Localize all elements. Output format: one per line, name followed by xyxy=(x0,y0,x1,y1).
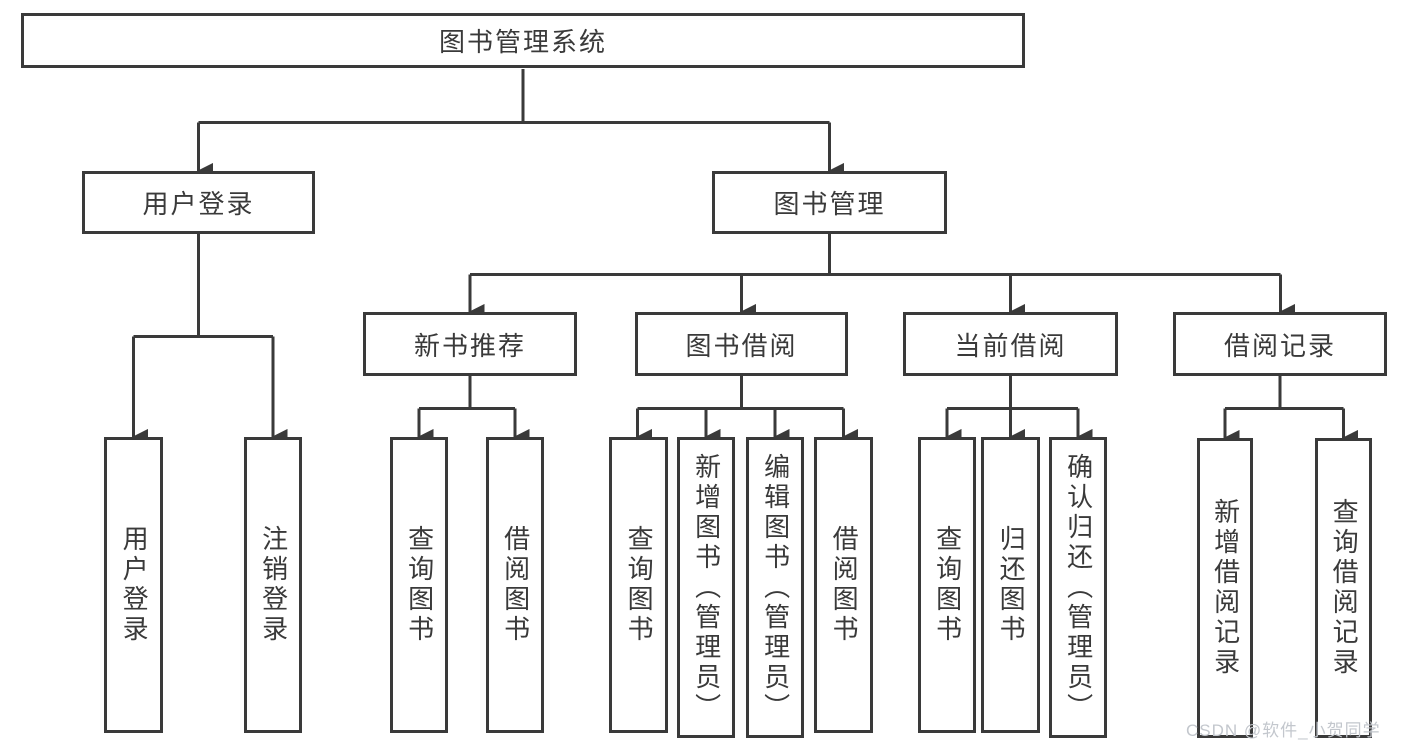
node-label: 新增图书（管理员） xyxy=(691,452,722,723)
node-label: 图书管理系统 xyxy=(438,27,607,57)
leaf-current-return-book: 归还图书 xyxy=(981,437,1040,733)
node-label: 图书借阅 xyxy=(685,330,798,361)
node-root-system: 图书管理系统 xyxy=(21,13,1025,68)
node-label: 编辑图书（管理员） xyxy=(760,452,791,723)
connector-current-borrow-trunk xyxy=(947,376,1078,410)
node-borrow-records: 借阅记录 xyxy=(1173,312,1387,376)
leaf-current-query-book: 查询图书 xyxy=(918,437,976,733)
node-user-login: 用户登录 xyxy=(82,171,315,234)
leaf-records-add-record: 新增借阅记录 xyxy=(1197,438,1253,738)
leaf-user-login: 用户登录 xyxy=(104,437,163,733)
node-current-borrow: 当前借阅 xyxy=(903,312,1118,376)
connector-book-management-trunk xyxy=(470,234,1281,276)
csdn-watermark: CSDN @软件_小贺同学 xyxy=(1186,721,1381,740)
leaf-borrow-borrow-book: 借阅图书 xyxy=(814,437,873,733)
connector-new-book-recommend-trunk xyxy=(419,376,515,410)
node-label: 确认归还（管理员） xyxy=(1063,452,1094,723)
leaf-recommend-query-book: 查询图书 xyxy=(390,437,448,733)
node-label: 查询图书 xyxy=(624,525,655,645)
node-label: 图书管理 xyxy=(773,189,886,219)
node-label: 新增借阅记录 xyxy=(1210,498,1241,678)
connector-book-borrow-trunk xyxy=(637,376,844,410)
node-label: 借阅图书 xyxy=(829,525,860,645)
leaf-recommend-borrow-book: 借阅图书 xyxy=(486,437,544,733)
connector-user-login-trunk xyxy=(133,234,273,338)
node-label: 新书推荐 xyxy=(413,330,526,361)
connector-borrow-records-trunk xyxy=(1225,376,1344,410)
leaf-logout-login: 注销登录 xyxy=(244,437,302,733)
node-label: 用户登录 xyxy=(119,525,150,645)
leaf-borrow-query-book: 查询图书 xyxy=(609,437,668,733)
node-book-borrow: 图书借阅 xyxy=(635,312,848,376)
node-label: 当前借阅 xyxy=(954,330,1067,361)
node-label: 借阅记录 xyxy=(1223,330,1336,361)
leaf-records-query-record: 查询借阅记录 xyxy=(1315,438,1372,738)
node-label: 归还图书 xyxy=(996,525,1027,645)
node-label: 查询图书 xyxy=(932,525,963,645)
leaf-borrow-edit-book-admin: 编辑图书（管理员） xyxy=(746,437,804,738)
node-new-book-recommend: 新书推荐 xyxy=(363,312,577,376)
node-label: 用户登录 xyxy=(142,189,255,219)
leaf-borrow-add-book-admin: 新增图书（管理员） xyxy=(677,437,735,738)
node-label: 查询图书 xyxy=(404,525,435,645)
node-book-management: 图书管理 xyxy=(712,171,947,234)
connector-root-trunk xyxy=(198,69,830,124)
node-label: 注销登录 xyxy=(258,525,289,645)
node-label: 借阅图书 xyxy=(500,525,531,645)
node-label: 查询借阅记录 xyxy=(1329,498,1360,678)
leaf-current-confirm-return-admin: 确认归还（管理员） xyxy=(1049,437,1107,738)
